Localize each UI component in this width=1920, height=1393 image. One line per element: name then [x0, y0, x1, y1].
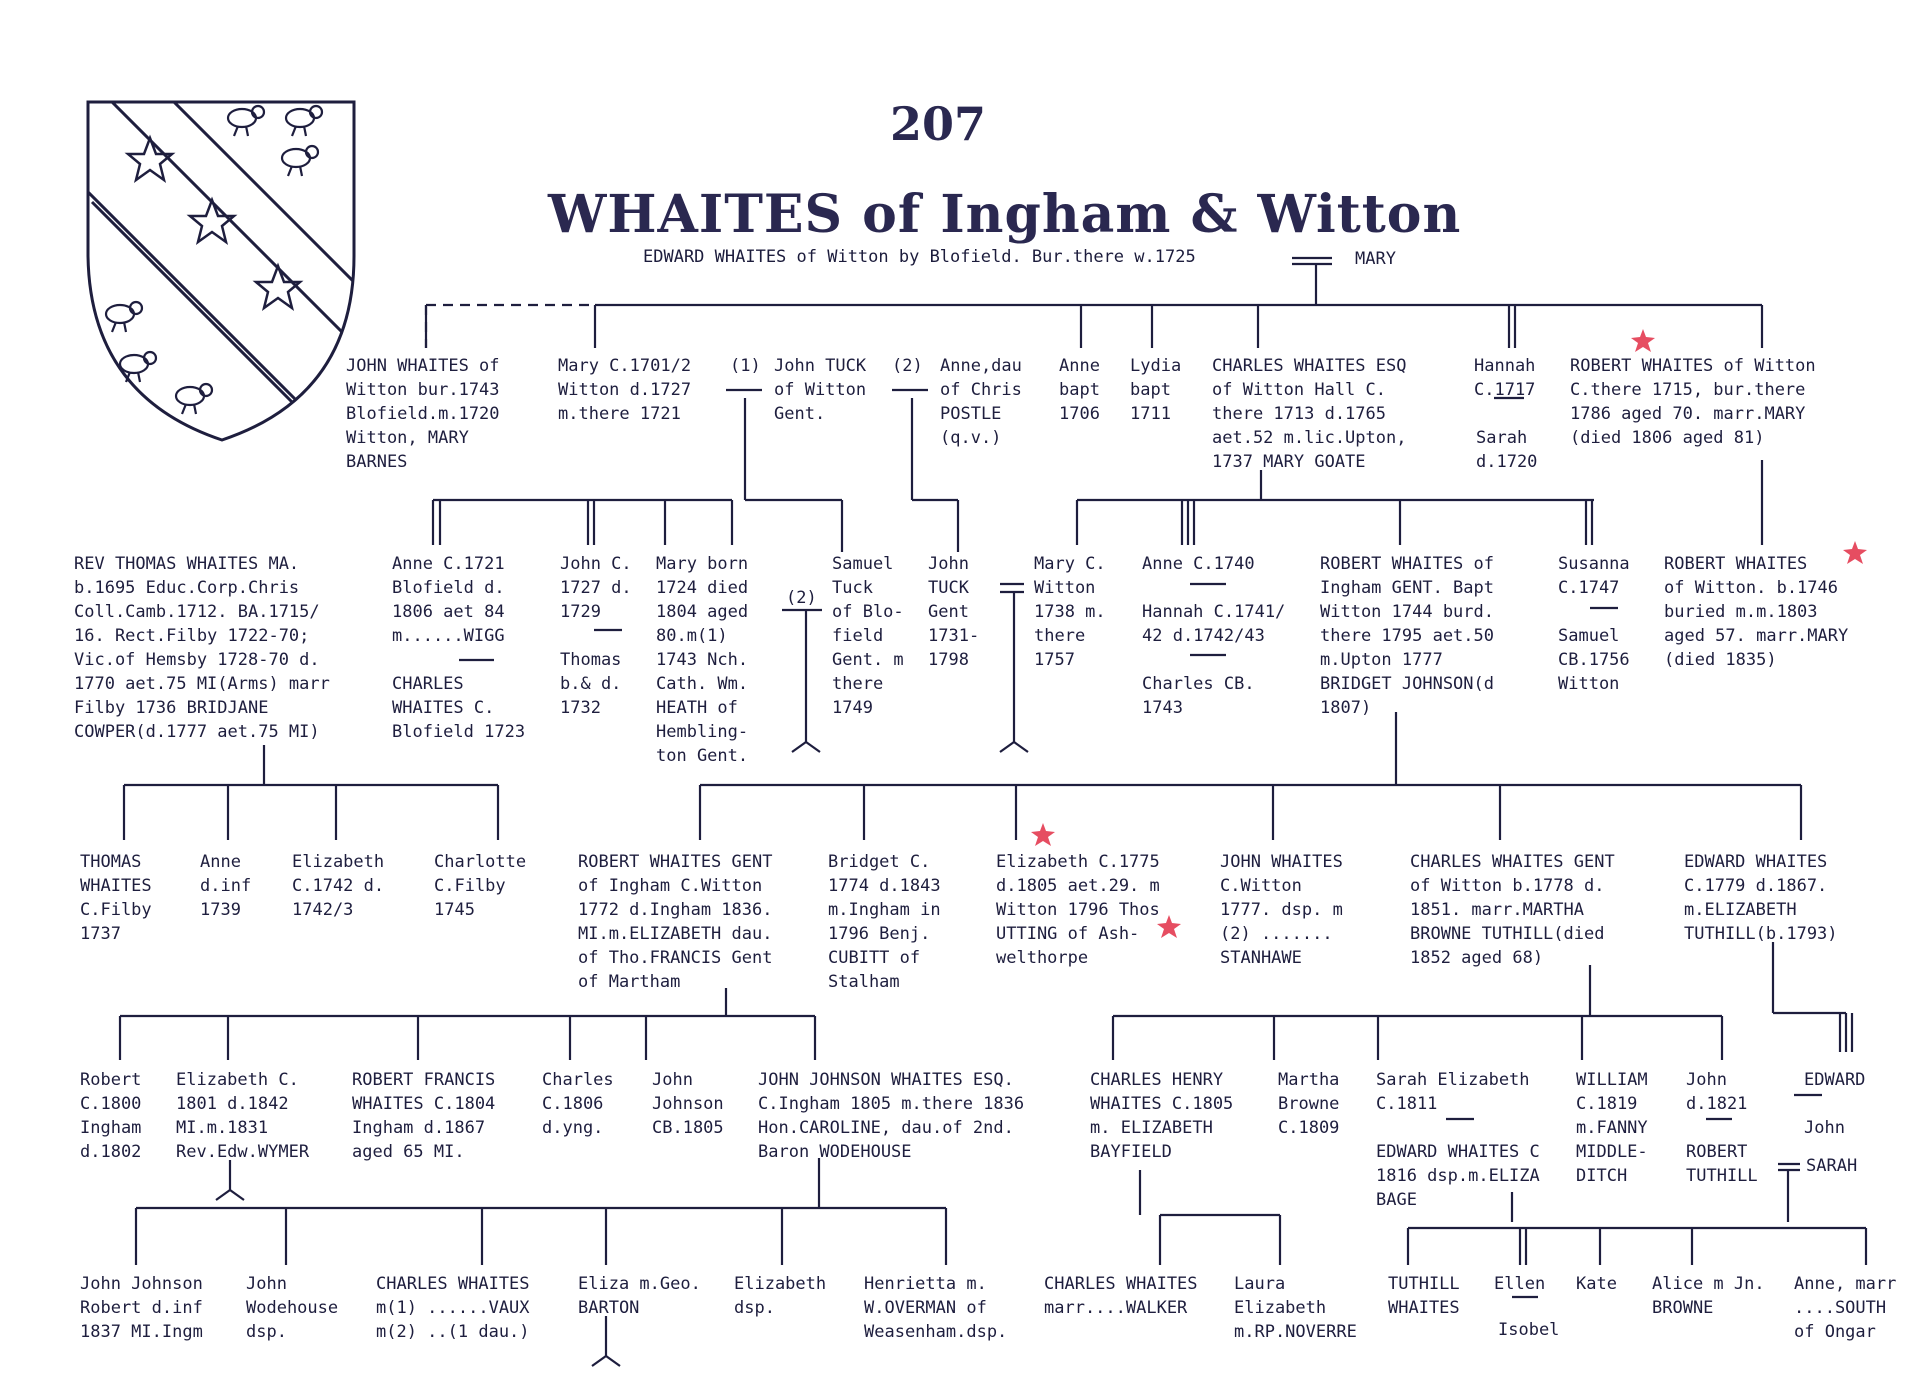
person-thomas-1732: Thomas b.& d. 1732	[560, 650, 622, 718]
person-john-1821: John d.1821	[1686, 1070, 1748, 1114]
person-hannah-1717: Hannah C.1717	[1474, 356, 1536, 400]
person-john-1727: John C. 1727 d. 1729	[560, 554, 632, 622]
person-samuel-tuck: Samuel Tuck of Blo- field Gent. m there …	[832, 554, 904, 718]
person-kate: Kate	[1576, 1274, 1617, 1294]
person-anne-1721: Anne C.1721 Blofield d. 1806 aet 84 m...…	[392, 554, 505, 646]
person-charles-1723: CHARLES WHAITES C. Blofield 1723	[392, 674, 526, 742]
person-anne-1706: Anne bapt 1706	[1059, 356, 1100, 424]
person-rev-thomas-whaites: REV THOMAS WHAITES MA. b.1695 Educ.Corp.…	[74, 554, 330, 742]
person-robert-whaites-gent: ROBERT WHAITES GENT of Ingham C.Witton 1…	[578, 852, 773, 992]
person-robert-whaites-1715: ROBERT WHAITES of Witton C.there 1715, b…	[1570, 356, 1816, 448]
coat-of-arms-icon	[86, 100, 356, 442]
person-charles-whaites-gent: CHARLES WHAITES GENT of Witton b.1778 d.…	[1410, 852, 1615, 968]
person-samuel-1756: Samuel CB.1756 Witton	[1558, 626, 1630, 694]
person-john-wodehouse: John Wodehouse dsp.	[246, 1274, 339, 1342]
person-isobel: Isobel	[1498, 1320, 1560, 1340]
marriage-number: (2)	[892, 356, 923, 376]
person-tuthill-whaites: TUTHILL WHAITES	[1388, 1274, 1460, 1318]
person-charles-1806: Charles C.1806 d.yng.	[542, 1070, 614, 1138]
red-star-mark-icon	[1631, 329, 1655, 352]
person-ellen: Ellen	[1494, 1274, 1546, 1294]
person-john-tuck-1731: John TUCK Gent 1731- 1798	[928, 554, 980, 670]
red-star-mark-icon	[1843, 541, 1867, 564]
person-henrietta: Henrietta m. W.OVERMAN of Weasenham.dsp.	[864, 1274, 1008, 1342]
person-anne-1739: Anne d.inf 1739	[200, 852, 252, 920]
person-alice: Alice m Jn. BROWNE	[1652, 1274, 1765, 1318]
person-robert-1800: Robert C.1800 Ingham d.1802	[80, 1070, 142, 1162]
person-edward-whaites-1779: EDWARD WHAITES C.1779 d.1867. m.ELIZABET…	[1684, 852, 1838, 944]
person-edward: EDWARD	[1804, 1070, 1866, 1090]
person-elizabeth-dsp: Elizabeth dsp.	[734, 1274, 827, 1318]
person-elizabeth-1801: Elizabeth C. 1801 d.1842 MI.m.1831 Rev.E…	[176, 1070, 310, 1162]
marriage-number: (2)	[786, 588, 817, 608]
person-eliza-barton: Eliza m.Geo. BARTON	[578, 1274, 701, 1318]
person-charles-whaites-vaux: CHARLES WHAITES m(1) ......VAUX m(2) ..(…	[376, 1274, 530, 1342]
person-anne-1740: Anne C.1740	[1142, 554, 1255, 574]
person-john-johnson-whaites-esq: JOHN JOHNSON WHAITES ESQ. C.Ingham 1805 …	[758, 1070, 1025, 1162]
red-star-mark-icon	[1031, 823, 1055, 846]
person-charles-whaites-walker: CHARLES WHAITES marr....WALKER	[1044, 1274, 1198, 1318]
person-susanna-1747: Susanna C.1747	[1558, 554, 1630, 598]
person-mary-1738: Mary C. Witton 1738 m. there 1757	[1034, 554, 1106, 670]
person-john-johnson-robert: John Johnson Robert d.inf 1837 MI.Ingm	[80, 1274, 203, 1342]
person-charles-1743: Charles CB. 1743	[1142, 674, 1255, 718]
person-robert-tuthill: ROBERT TUTHILL	[1686, 1142, 1758, 1186]
person-elizabeth-1742: Elizabeth C.1742 d. 1742/3	[292, 852, 385, 920]
person-sarah-1720: Sarah d.1720	[1476, 428, 1538, 472]
person-bridget-1774: Bridget C. 1774 d.1843 m.Ingham in 1796 …	[828, 852, 941, 992]
page-number: 207	[890, 97, 987, 151]
person-robert-francis-whaites: ROBERT FRANCIS WHAITES C.1804 Ingham d.1…	[352, 1070, 496, 1162]
person-john-whaites: JOHN WHAITES of Witton bur.1743 Blofield…	[346, 356, 500, 472]
marriage-number: (1)	[730, 356, 761, 376]
person-laura-elizabeth: Laura Elizabeth m.RP.NOVERRE	[1234, 1274, 1357, 1342]
person-elizabeth-1775: Elizabeth C.1775 d.1805 aet.29. m Witton…	[996, 852, 1160, 968]
person-john-tuck: John TUCK of Witton Gent.	[774, 356, 867, 424]
person-charlotte-1745: Charlotte C.Filby 1745	[434, 852, 527, 920]
founder-spouse: MARY	[1355, 249, 1396, 269]
person-anne-postle: Anne,dau of Chris POSTLE (q.v.)	[940, 356, 1022, 448]
person-martha-browne: Martha Browne C.1809	[1278, 1070, 1340, 1138]
person-lydia: Lydia bapt 1711	[1130, 356, 1182, 424]
person-charles-henry-whaites: CHARLES HENRY WHAITES C.1805 m. ELIZABET…	[1090, 1070, 1234, 1162]
person-thomas-whaites-1737: THOMAS WHAITES C.Filby 1737	[80, 852, 152, 944]
page-title: WHAITES of Ingham & Witton	[548, 184, 1462, 245]
person-hannah-1741: Hannah C.1741/ 42 d.1742/43	[1142, 602, 1286, 646]
person-anne-south: Anne, marr ....SOUTH of Ongar	[1794, 1274, 1897, 1342]
person-robert-whaites-1746: ROBERT WHAITES of Witton. b.1746 buried …	[1664, 554, 1849, 670]
person-john-whaites-1777: JOHN WHAITES C.Witton 1777. dsp. m (2) .…	[1220, 852, 1343, 968]
person-john-johnson-1805: John Johnson CB.1805	[652, 1070, 724, 1138]
person-mary-1724: Mary born 1724 died 1804 aged 80.m(1) 17…	[656, 554, 749, 766]
founder-entry: EDWARD WHAITES of Witton by Blofield. Bu…	[643, 247, 1196, 267]
person-mary-1701: Mary C.1701/2 Witton d.1727 m.there 1721	[558, 356, 692, 424]
person-sarah: SARAH	[1806, 1156, 1858, 1176]
person-william-1819: WILLIAM C.1819 m.FANNY MIDDLE- DITCH	[1576, 1070, 1648, 1186]
red-star-mark-icon	[1157, 915, 1181, 938]
person-edward-whaites-1816: EDWARD WHAITES C 1816 dsp.m.ELIZA BAGE	[1376, 1142, 1540, 1210]
person-john: John	[1804, 1118, 1845, 1138]
person-charles-whaites-esq: CHARLES WHAITES ESQ of Witton Hall C. th…	[1212, 356, 1407, 472]
person-sarah-elizabeth-1811: Sarah Elizabeth C.1811	[1376, 1070, 1530, 1114]
person-robert-whaites-ingham: ROBERT WHAITES of Ingham GENT. Bapt Witt…	[1320, 554, 1494, 718]
